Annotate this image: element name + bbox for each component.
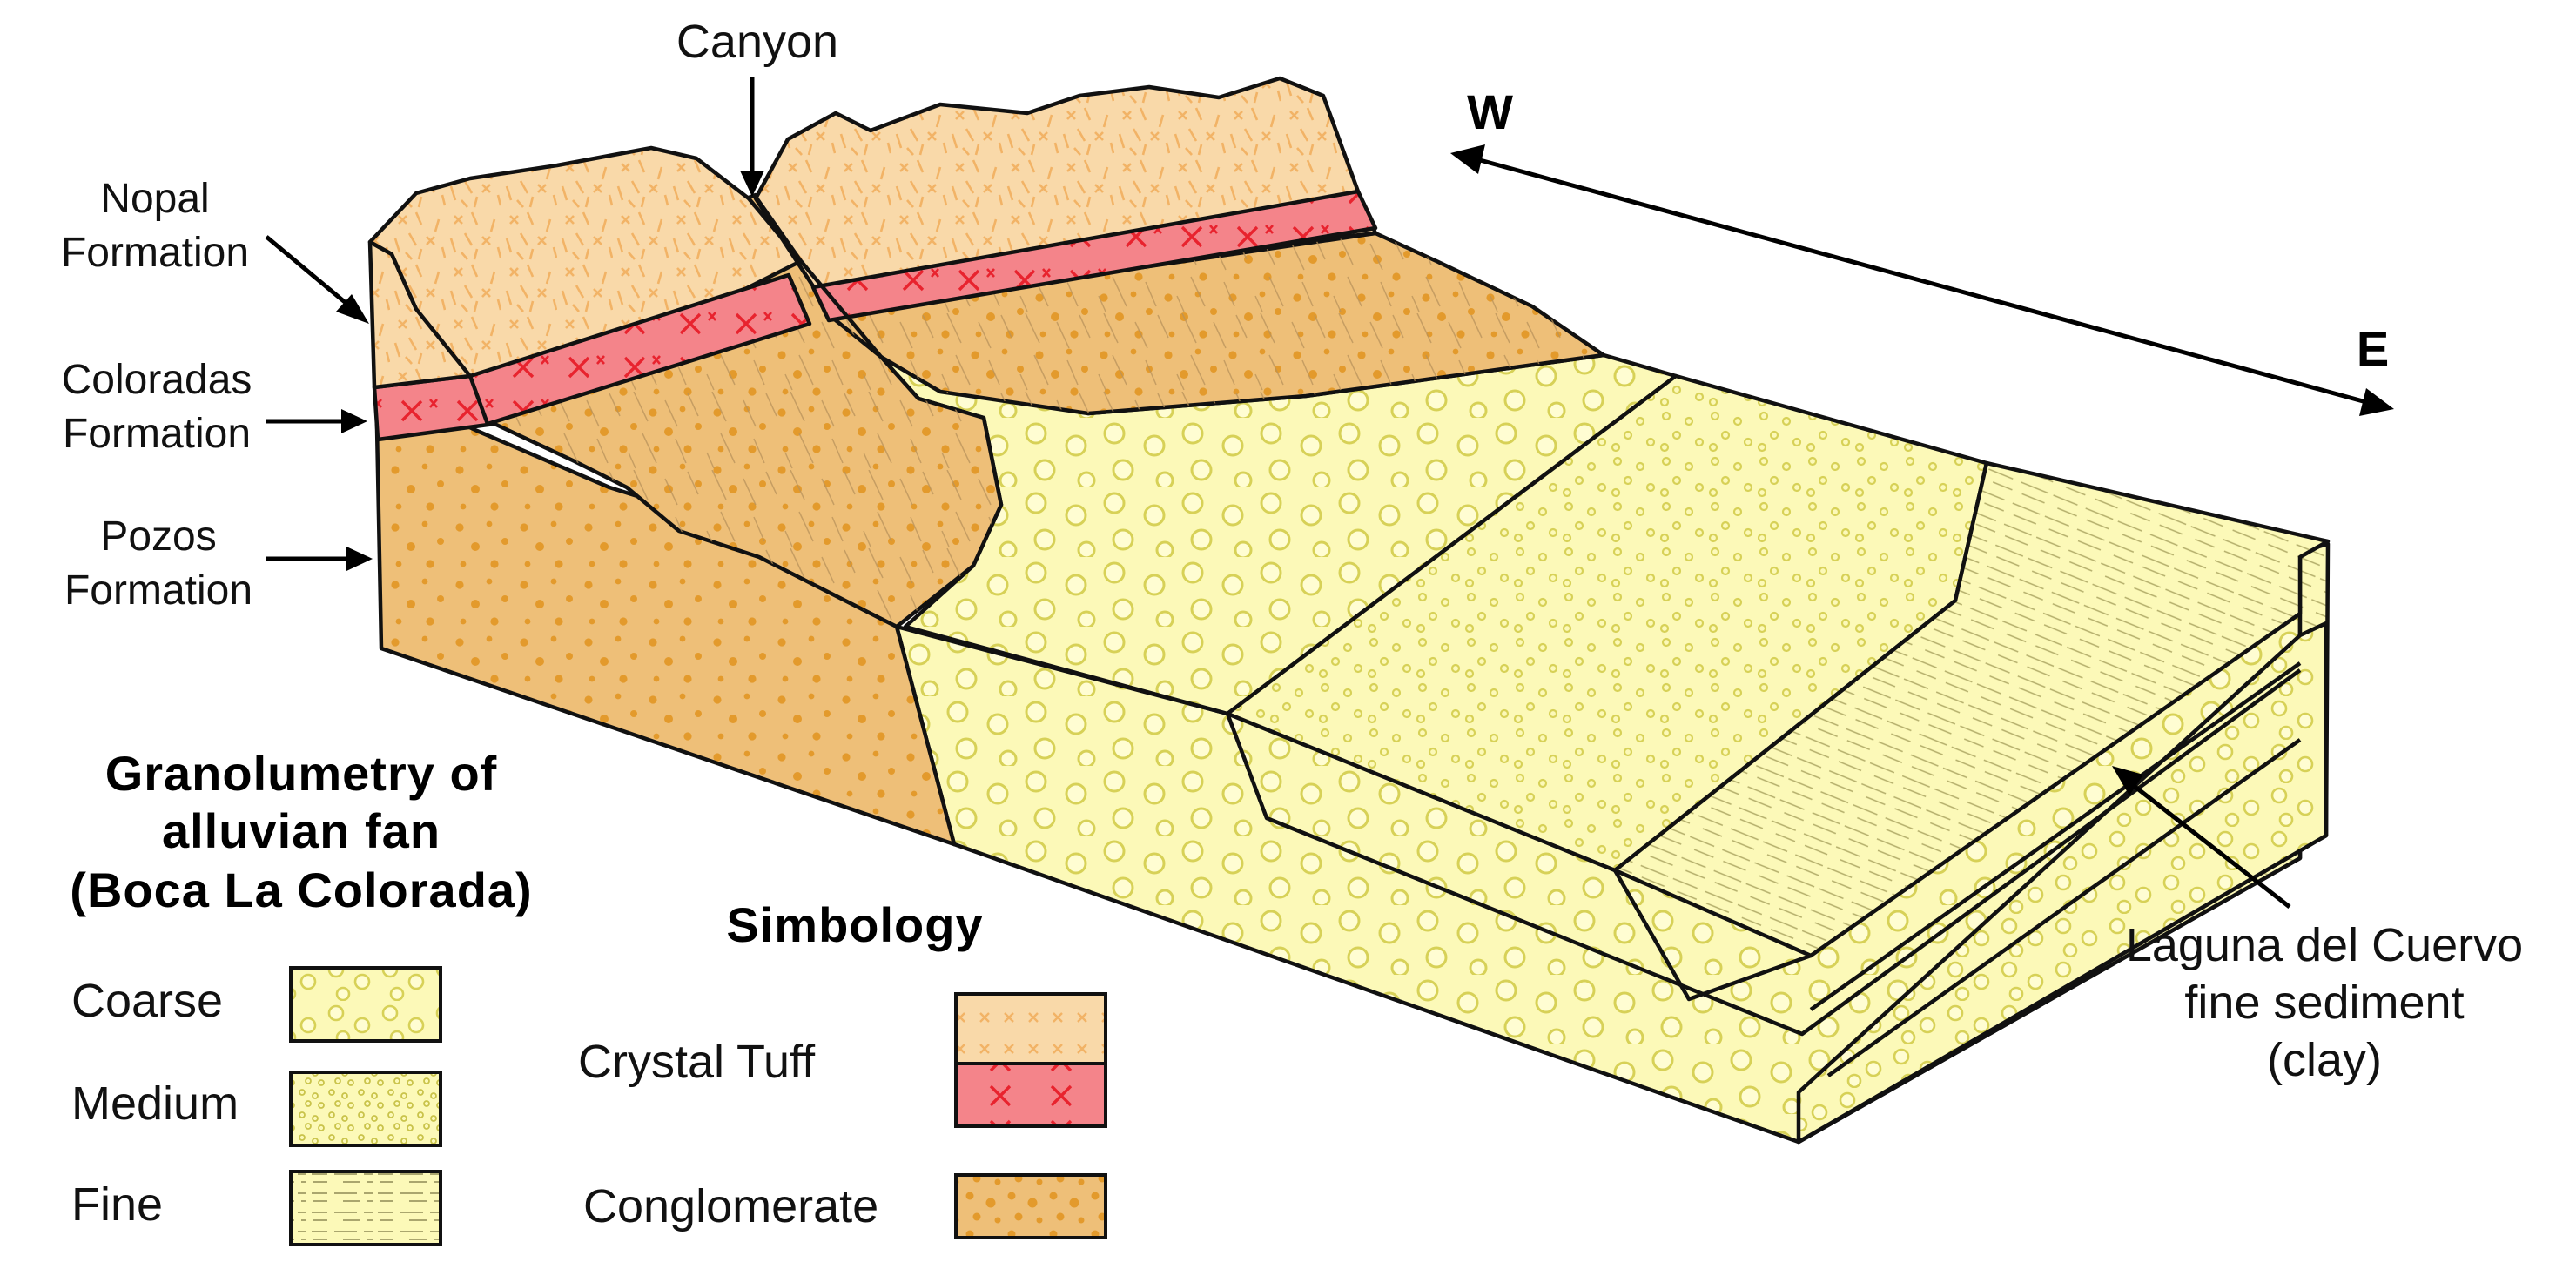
laguna-label-line1: Laguna del Cuervo (2126, 919, 2523, 971)
coloradas-arrow-head (341, 409, 367, 433)
terrace-line-outer (1225, 668, 2302, 1037)
granulometry-title-line3: (Boca La Colorada) (70, 863, 532, 917)
legend-conglomerate-swatch (954, 1173, 1107, 1239)
pozos-label-line2: Formation (64, 567, 252, 614)
legend-coarse-swatch (289, 966, 442, 1043)
nopal-label-line1: Nopal (100, 176, 209, 222)
laguna-label-line2: fine sediment (2184, 977, 2464, 1029)
legend-crystal-tuff-swatch-top (954, 992, 1107, 1065)
legend-crystal-tuff-label: Crystal Tuff (578, 1036, 816, 1088)
legend-crystal-tuff-swatch-red (954, 1062, 1107, 1128)
canyon-arrow-head (740, 171, 764, 197)
fan-side-bottom-layer (1796, 621, 2329, 1145)
granulometry-title-line1: Granolumetry of (105, 746, 498, 801)
nopal-arrow-head (336, 294, 369, 324)
legend-fine-swatch (289, 1170, 442, 1246)
east-arrow-head (2359, 388, 2394, 416)
fan-top-fine-zone (1612, 460, 2331, 958)
laguna-arrow-head (2112, 766, 2143, 795)
laguna-arrow (2131, 783, 2291, 909)
west-east-axis (1479, 158, 2367, 405)
canyon-incision-line (754, 195, 883, 359)
legend-conglomerate-label: Conglomerate (583, 1180, 878, 1232)
legend-coarse-label: Coarse (71, 975, 223, 1027)
west-arrow-head (1450, 144, 1485, 174)
coloradas-label-line2: Formation (63, 411, 251, 457)
right-ridge-slope-hatch (827, 233, 1604, 413)
fan-front-divider (1809, 661, 2302, 1077)
simbology-title: Simbology (726, 897, 983, 952)
nopal-arrow (265, 235, 352, 308)
canyon-label: Canyon (676, 16, 838, 68)
legend-fine-label: Fine (71, 1178, 163, 1231)
pozos-label-line1: Pozos (100, 514, 216, 560)
east-label: E (2357, 321, 2390, 376)
terrace-line-inner (1613, 869, 1812, 1002)
laguna-label-line3: (clay) (2267, 1034, 2382, 1086)
pozos-arrow-head (346, 547, 373, 571)
right-ridge-coloradas-band (810, 189, 1378, 323)
west-label: W (1467, 84, 1514, 139)
nopal-label-line2: Formation (61, 230, 249, 276)
granulometry-title-line2: alluvian fan (162, 803, 441, 858)
legend-medium-label: Medium (71, 1077, 239, 1130)
left-ridge-coloradas-band (467, 272, 812, 426)
legend-medium-swatch (289, 1071, 442, 1147)
coloradas-label-line1: Coloradas (62, 357, 252, 403)
